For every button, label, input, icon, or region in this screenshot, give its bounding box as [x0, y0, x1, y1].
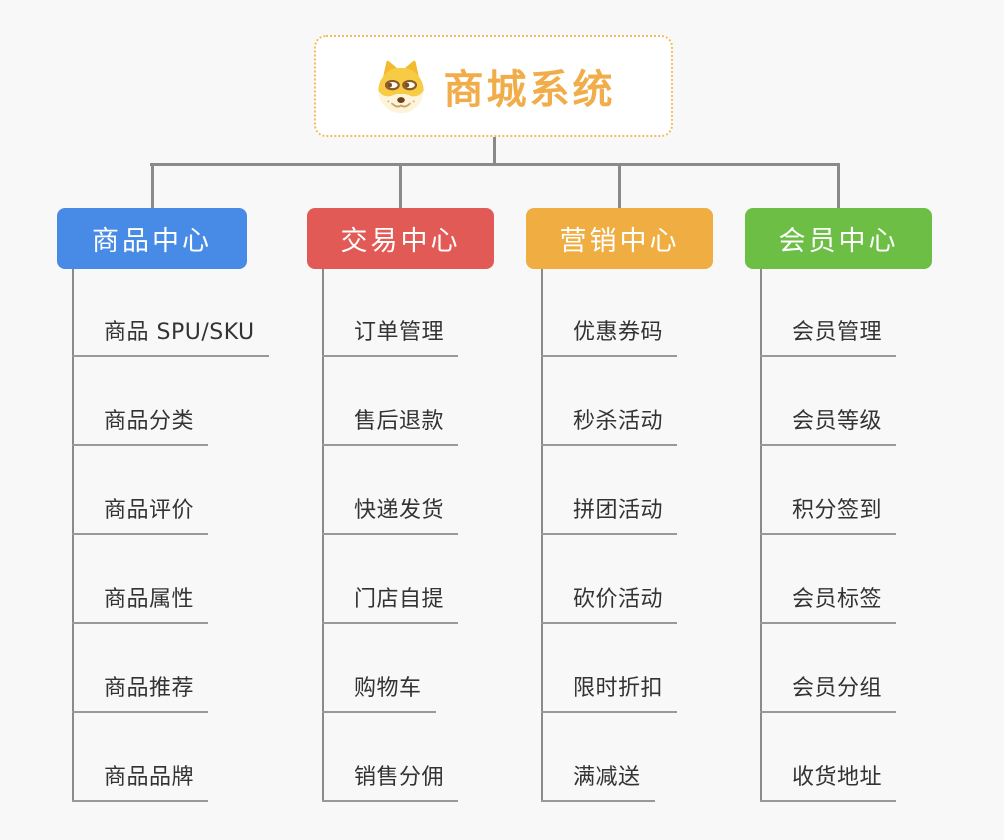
branch-topic-label: 营销中心 — [559, 226, 680, 257]
leaf-topic[interactable]: 收货地址 — [760, 765, 897, 802]
leaf-topic[interactable]: 积分签到 — [760, 498, 897, 535]
connector-branch-drop — [150, 163, 154, 209]
branch-topic-label: 商品中心 — [92, 226, 212, 257]
leaf-topic[interactable]: 售后退款 — [322, 409, 459, 446]
leaf-topic[interactable]: 商品评价 — [72, 498, 209, 535]
leaf-topic[interactable]: 会员分组 — [760, 676, 897, 713]
leaf-topic[interactable]: 购物车 — [322, 676, 436, 713]
root-topic-label: 商城系统 — [443, 67, 616, 113]
leaf-topic[interactable]: 商品分类 — [72, 409, 209, 446]
connector-branch-drop — [837, 163, 840, 209]
connector-branch-drop — [399, 163, 402, 209]
leaf-topic[interactable]: 商品推荐 — [72, 676, 209, 713]
branch-topic-3[interactable]: 营销中心 — [526, 208, 713, 269]
branch-child-line — [322, 269, 324, 802]
branch-topic-2[interactable]: 交易中心 — [307, 208, 494, 269]
leaf-topic[interactable]: 商品属性 — [72, 587, 209, 624]
root-topic[interactable]: 商城系统 — [314, 35, 673, 137]
leaf-topic[interactable]: 会员管理 — [760, 320, 897, 357]
leaf-topic[interactable]: 秒杀活动 — [541, 409, 678, 446]
leaf-topic[interactable]: 优惠券码 — [541, 320, 678, 357]
connector-horizontal-bar — [150, 163, 840, 166]
leaf-topic[interactable]: 订单管理 — [322, 320, 459, 357]
branch-topic-4[interactable]: 会员中心 — [745, 208, 932, 269]
branch-topic-label: 交易中心 — [340, 226, 461, 257]
leaf-topic[interactable]: 满减送 — [541, 765, 655, 802]
connector-root-stem — [493, 137, 496, 164]
leaf-topic[interactable]: 商品 SPU/SKU — [72, 320, 269, 357]
leaf-topic[interactable]: 限时折扣 — [541, 676, 678, 713]
leaf-topic[interactable]: 砍价活动 — [541, 587, 678, 624]
leaf-topic[interactable]: 会员等级 — [760, 409, 897, 446]
branch-child-line — [760, 269, 762, 802]
doge-icon — [377, 60, 424, 114]
leaf-topic[interactable]: 拼团活动 — [541, 498, 678, 535]
leaf-topic[interactable]: 销售分佣 — [322, 765, 459, 802]
leaf-topic[interactable]: 门店自提 — [322, 587, 459, 624]
leaf-topic[interactable]: 商品品牌 — [72, 765, 209, 802]
branch-topic-1[interactable]: 商品中心 — [57, 208, 247, 269]
leaf-topic[interactable]: 会员标签 — [760, 587, 897, 624]
branch-child-line — [541, 269, 543, 802]
connector-branch-drop — [618, 163, 621, 209]
branch-topic-label: 会员中心 — [778, 226, 899, 257]
leaf-topic[interactable]: 快递发货 — [322, 498, 459, 535]
branch-child-line — [72, 269, 74, 802]
